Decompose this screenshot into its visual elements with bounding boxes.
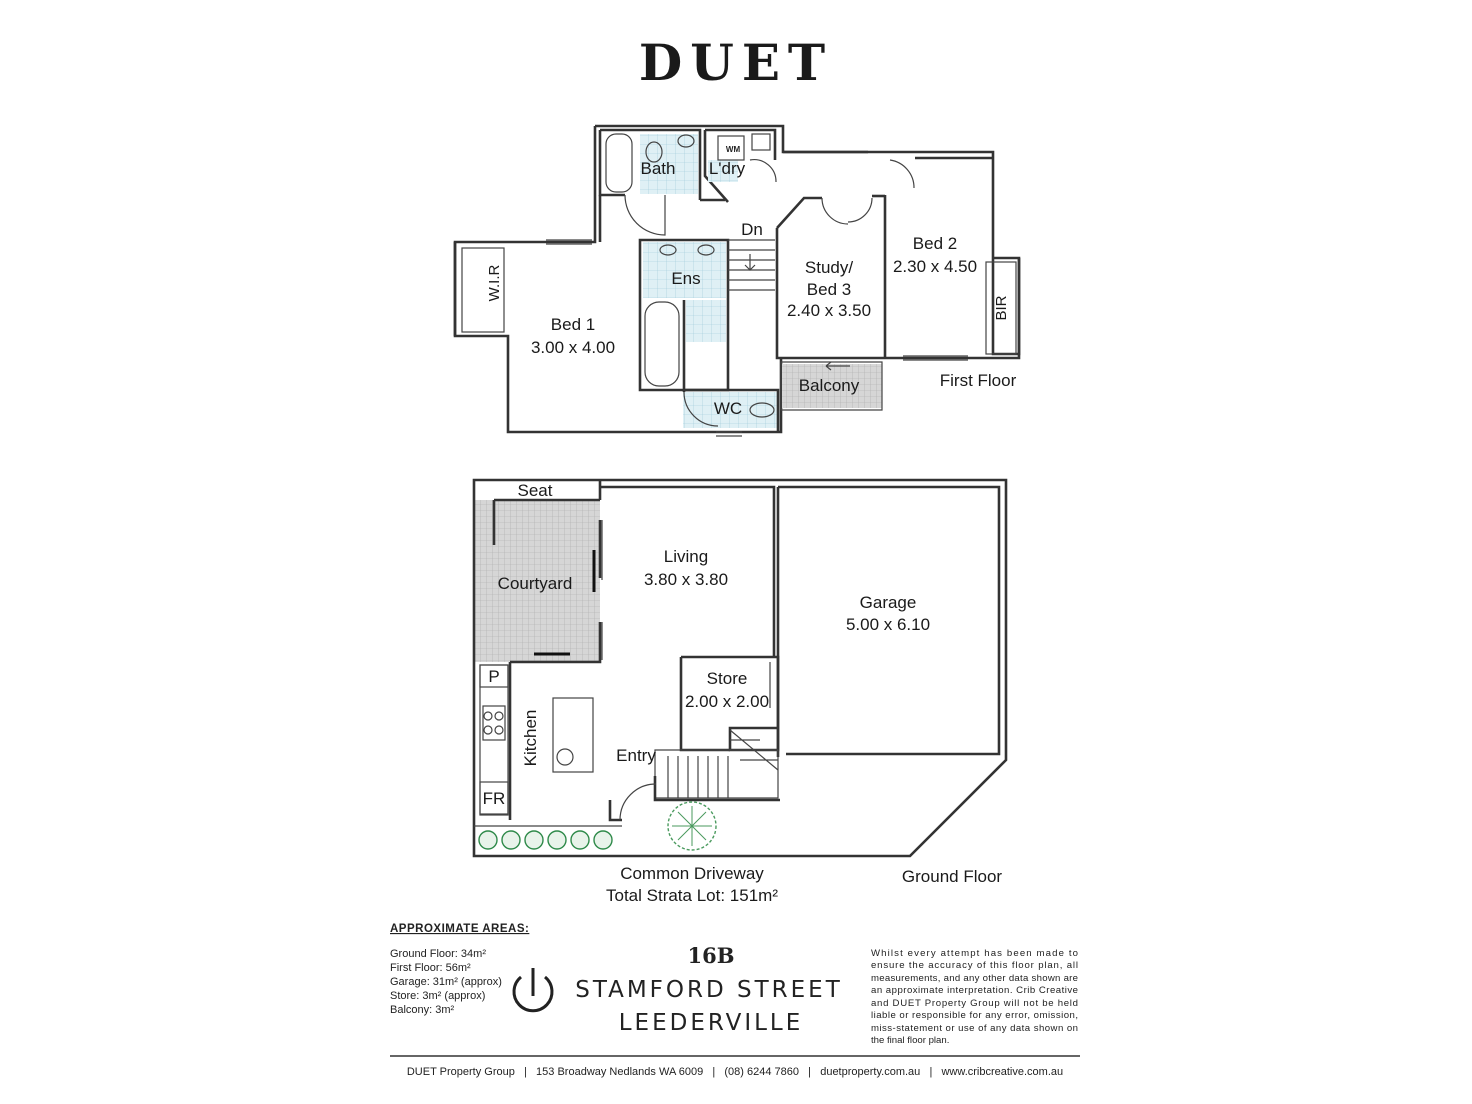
areas-line-first: First Floor: 56m²	[390, 962, 471, 974]
room-size-living: 3.80 x 3.80	[644, 570, 728, 589]
ground-floor-title: Ground Floor	[902, 867, 1002, 886]
address-number: 16B	[688, 943, 735, 968]
room-label-wir: W.I.R	[486, 265, 503, 302]
ground-floor-plan: Seat Courtyard Living 3.80 x 3.80 Garage…	[472, 478, 1008, 905]
areas-line-balcony: Balcony: 3m²	[390, 1004, 455, 1016]
disclaimer-line: liable or responsible for any error, omi…	[871, 1010, 1078, 1021]
areas-heading: APPROXIMATE AREAS:	[390, 923, 529, 935]
room-size-bed-2: 2.30 x 4.50	[893, 257, 977, 276]
disclaimer-line: the final floor plan.	[871, 1035, 949, 1046]
room-label-balcony: Balcony	[799, 376, 860, 395]
room-label-study-line2: Bed 3	[807, 280, 851, 299]
driveway-label: Common Driveway	[620, 864, 764, 883]
disclaimer-line: an approximate interpretation. Crib Crea…	[871, 985, 1078, 996]
room-label-laundry: L'dry	[709, 159, 746, 178]
room-label-living: Living	[664, 547, 708, 566]
courtyard-paving	[475, 500, 600, 662]
room-size-store: 2.00 x 2.00	[685, 692, 769, 711]
fridge-label: FR	[483, 789, 506, 808]
room-label-ens: Ens	[671, 269, 700, 288]
room-size-garage: 5.00 x 6.10	[846, 615, 930, 634]
room-label-study-line1: Study/	[805, 258, 853, 277]
first-floor-title: First Floor	[940, 371, 1017, 390]
shrubs	[478, 830, 613, 850]
pantry-label: P	[488, 667, 499, 686]
stairs-down-label: Dn	[741, 220, 763, 239]
disclaimer-line: and DUET Property Group will not be held	[871, 998, 1078, 1009]
room-label-garage: Garage	[860, 593, 917, 612]
wc-tiles	[683, 392, 778, 428]
seat-label: Seat	[518, 481, 553, 500]
room-size-study: 2.40 x 3.50	[787, 301, 871, 320]
areas-line-store: Store: 3m² (approx)	[390, 990, 485, 1002]
balcony-floor	[782, 364, 882, 408]
footer-contact: DUET Property Group | 153 Broadway Nedla…	[407, 1066, 1063, 1078]
disclaimer-line: miss-statement or use of any data shown …	[871, 1023, 1078, 1034]
room-label-wc: WC	[714, 399, 742, 418]
room-label-bir: BIR	[993, 295, 1010, 320]
duet-mark-icon	[512, 968, 554, 1013]
disclaimer-line: ensure the accuracy of this floor plan, …	[871, 960, 1078, 971]
address-suburb: LEEDERVILLE	[619, 1010, 804, 1036]
approximate-areas: APPROXIMATE AREAS: Ground Floor: 34m² Fi…	[390, 923, 529, 1016]
tree-icon	[667, 801, 717, 851]
first-floor-plan: Bath L'dry WM Dn Bed 2 2.30 x 4.50 Study…	[453, 124, 1021, 437]
room-label-bath: Bath	[641, 159, 676, 178]
disclaimer: Whilst every attempt has been made to en…	[871, 948, 1078, 1046]
room-label-bed-1: Bed 1	[551, 315, 595, 334]
areas-line-garage: Garage: 31m² (approx)	[390, 976, 502, 988]
room-label-kitchen: Kitchen	[521, 710, 540, 767]
room-size-bed-1: 3.00 x 4.00	[531, 338, 615, 357]
room-label-entry: Entry	[616, 746, 656, 765]
areas-line-ground: Ground Floor: 34m²	[390, 948, 486, 960]
brand-logo: DUET	[639, 33, 833, 92]
disclaimer-line: measurements, and any other data shown a…	[871, 973, 1078, 984]
strata-lot-label: Total Strata Lot: 151m²	[606, 886, 778, 905]
room-label-store: Store	[707, 669, 748, 688]
room-label-bed-2: Bed 2	[913, 234, 957, 253]
washing-machine-label: WM	[726, 145, 741, 154]
room-label-courtyard: Courtyard	[498, 574, 573, 593]
ens-tiles	[643, 242, 726, 298]
disclaimer-line: Whilst every attempt has been made to	[871, 948, 1078, 959]
laundry-tiles	[708, 160, 738, 182]
shower-tiles	[686, 300, 726, 342]
address-street: STAMFORD STREET	[575, 977, 843, 1003]
